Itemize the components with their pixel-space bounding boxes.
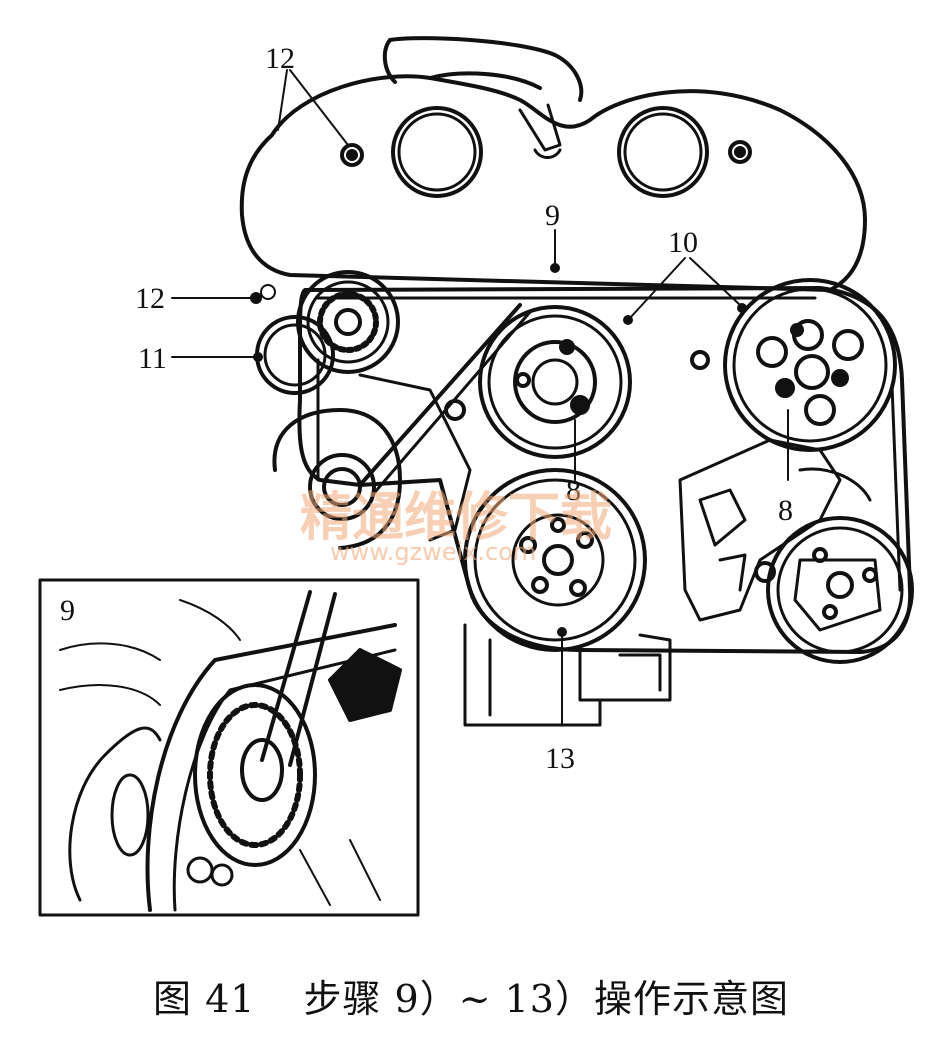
ac-compressor-pulley bbox=[754, 516, 914, 664]
intake-cover bbox=[239, 36, 867, 292]
inset-label-9: 9 bbox=[60, 594, 75, 627]
lower-left-pulley bbox=[272, 373, 472, 550]
callout-leaders bbox=[171, 69, 789, 726]
callout-labels: 12 12 11 9 10 8 8 13 9 bbox=[60, 42, 793, 775]
caption-figure-number: 图 41 bbox=[153, 977, 256, 1021]
cover-bolt-right bbox=[728, 140, 752, 164]
callout-11: 11 bbox=[138, 342, 167, 375]
callout-10: 10 bbox=[668, 226, 698, 259]
figure-caption: 图 41 步骤 9）~ 13）操作示意图 bbox=[0, 968, 942, 1023]
water-pump-pulley bbox=[478, 305, 632, 459]
accessory-bracket bbox=[678, 438, 872, 622]
watermark-url: www.gzweix.com bbox=[330, 538, 536, 566]
oil-pan bbox=[463, 623, 672, 727]
idler-pulley-small bbox=[255, 315, 335, 395]
crankshaft-pulley bbox=[463, 468, 647, 652]
callout-13: 13 bbox=[545, 742, 575, 775]
steering-pump-pulley bbox=[690, 278, 897, 452]
watermark: 精通维修下载 www.gzweix.com bbox=[300, 488, 612, 566]
intake-port-right bbox=[617, 106, 709, 198]
callout-8-right: 8 bbox=[778, 494, 793, 527]
watermark-text: 精通维修下载 bbox=[300, 488, 612, 548]
callout-12-top: 12 bbox=[265, 42, 295, 75]
cover-bolt-left bbox=[340, 143, 364, 167]
intake-port-left bbox=[391, 106, 483, 198]
callout-12-left: 12 bbox=[135, 282, 165, 315]
callout-8-center: 8 bbox=[566, 474, 581, 507]
inset-detail bbox=[38, 578, 420, 917]
callout-9: 9 bbox=[545, 199, 560, 232]
tensioner-pulley bbox=[296, 270, 400, 374]
caption-text: 步骤 9）~ 13）操作示意图 bbox=[303, 977, 789, 1021]
